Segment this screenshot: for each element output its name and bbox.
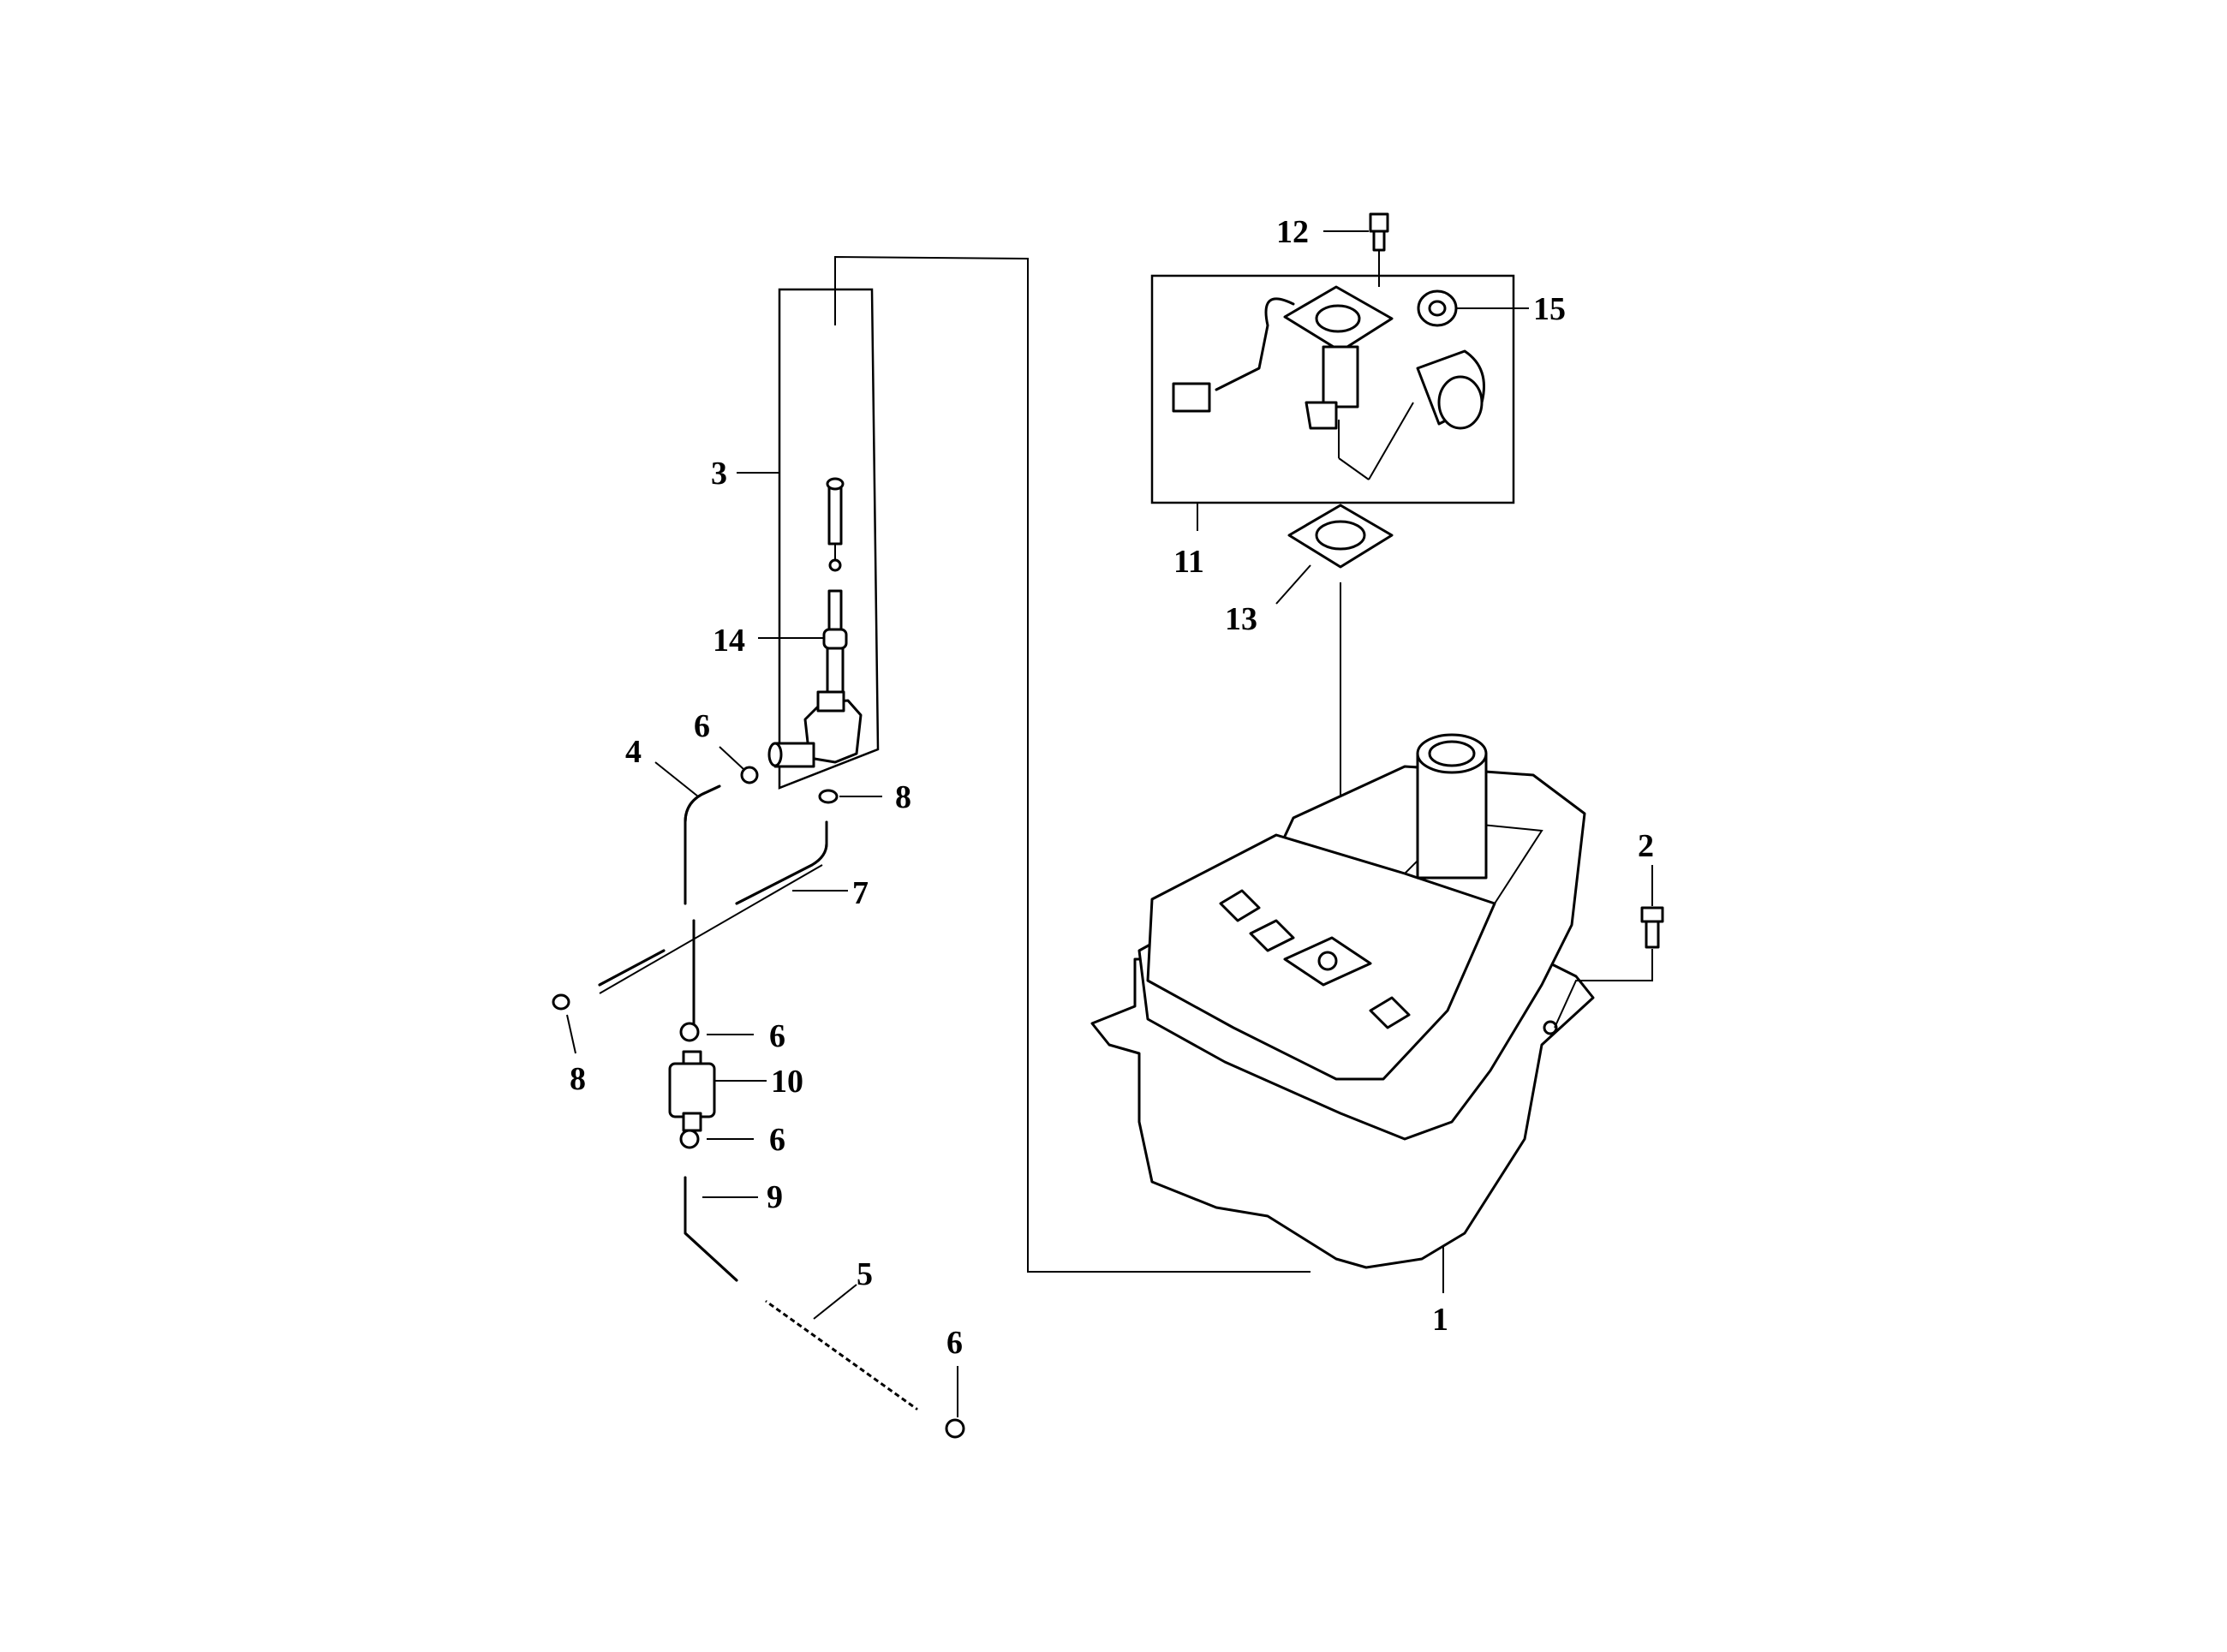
clamp-6-top <box>719 746 759 784</box>
hose-crossover <box>598 864 823 1025</box>
part-label-8-left: 8 <box>570 1061 586 1097</box>
clamp-8-left <box>552 993 576 1054</box>
hose-9 <box>684 1176 758 1282</box>
part-label-3: 3 <box>711 456 727 492</box>
fuel-filter-10 <box>668 1050 767 1132</box>
part-label-12: 12 <box>1276 214 1309 250</box>
part-label-9: 9 <box>767 1179 783 1215</box>
part-label-1: 1 <box>1432 1302 1448 1338</box>
hose-7 <box>735 820 848 905</box>
spring-hose-5 <box>765 1284 918 1411</box>
bolt-12 <box>1323 212 1389 287</box>
group-frame-sender-unit <box>1150 274 1515 504</box>
clamp-8-top <box>818 789 882 804</box>
part-label-4: 4 <box>625 734 642 770</box>
part-label-6-lower: 6 <box>769 1122 785 1158</box>
part-label-5: 5 <box>857 1256 873 1292</box>
fuel-valve-body <box>767 690 863 768</box>
clamp-6-mid <box>679 1022 754 1042</box>
part-label-2: 2 <box>1638 828 1654 864</box>
part-label-8-top: 8 <box>895 779 911 815</box>
hose-4 <box>654 761 721 905</box>
fuel-valve-stem <box>822 589 848 697</box>
part-label-6-mid: 6 <box>769 1018 785 1054</box>
reference-line-frame <box>834 255 1311 1273</box>
clamp-6-bottom <box>945 1366 965 1439</box>
bolt-2 <box>1554 865 1664 1029</box>
grommet-15 <box>1417 289 1529 327</box>
part-label-14: 14 <box>713 623 745 659</box>
part-label-13: 13 <box>1225 601 1257 637</box>
part-label-10: 10 <box>771 1064 803 1100</box>
float-cylinder <box>1416 349 1485 430</box>
fuel-sender-unit <box>1172 285 1414 480</box>
part-label-6-top: 6 <box>694 708 710 744</box>
part-label-7: 7 <box>852 875 869 911</box>
part-label-15: 15 <box>1533 291 1566 327</box>
group-frame-fuel-valve <box>778 288 880 790</box>
part-label-6-bottom: 6 <box>946 1325 963 1361</box>
fuel-valve-rod <box>826 477 845 572</box>
clamp-6-lower <box>679 1129 754 1149</box>
fuel-tank <box>1090 733 1595 1293</box>
part-label-11: 11 <box>1173 544 1204 580</box>
